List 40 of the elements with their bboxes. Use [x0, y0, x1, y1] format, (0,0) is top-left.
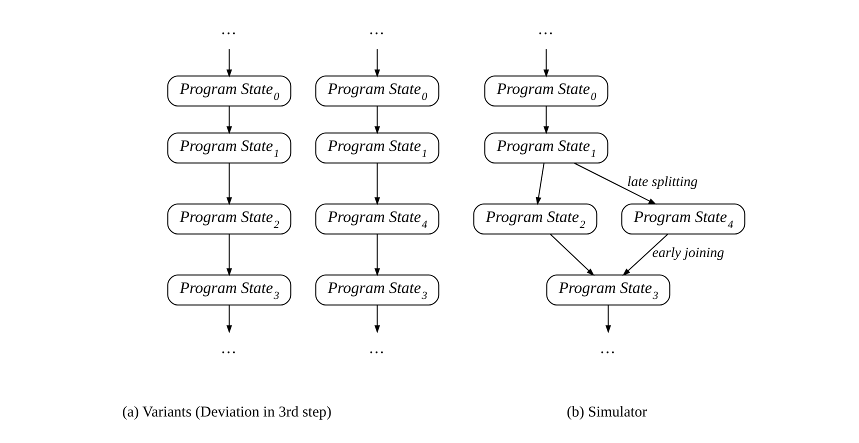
- arrow: [226, 304, 232, 333]
- label: (a) Variants (Deviation in 3rd step): [122, 404, 332, 420]
- node-box: Program State$_{2}$: [473, 203, 598, 234]
- node-text: …: [222, 20, 236, 38]
- arrow: [605, 304, 612, 333]
- node-box: Program State$_{3}$: [546, 274, 670, 305]
- node-box: Program State$_{1}$: [484, 132, 608, 163]
- node-box: Program State$_{1}$: [167, 132, 292, 163]
- arrow: [226, 105, 232, 134]
- arrow: [536, 162, 544, 205]
- node-box: Program State$_{4}$: [621, 203, 746, 234]
- node-text: …: [600, 339, 615, 356]
- arrow: [226, 48, 232, 77]
- node-box: Program State$_{0}$: [484, 75, 608, 106]
- node-box: Program State$_{3}$: [315, 274, 440, 305]
- arrow: [574, 162, 657, 204]
- edge-label: early joining: [652, 246, 724, 261]
- arrow: [543, 48, 550, 77]
- arrow: [622, 233, 668, 276]
- label: (b) Simulator: [566, 404, 648, 420]
- arrow: [374, 48, 380, 77]
- node-text: …: [222, 339, 236, 356]
- arrow: [226, 233, 232, 276]
- node-box: Program State$_{0}$: [315, 75, 440, 106]
- node-text: …: [370, 339, 384, 356]
- node-box: Program State$_{2}$: [167, 203, 292, 234]
- arrow: [374, 162, 380, 205]
- arrow: [226, 162, 232, 205]
- node-box: Program State$_{1}$: [315, 132, 440, 163]
- node-box: Program State$_{4}$: [315, 203, 440, 234]
- node-text: …: [370, 20, 384, 38]
- arrow: [374, 304, 380, 333]
- node-box: Program State$_{0}$: [167, 75, 292, 106]
- arrow: [374, 233, 380, 276]
- arrow: [550, 233, 594, 276]
- arrow: [543, 105, 550, 134]
- arrow: [374, 105, 380, 134]
- edge-label: late splitting: [627, 174, 698, 190]
- node-text: …: [538, 20, 553, 38]
- node-box: Program State$_{3}$: [167, 274, 292, 305]
